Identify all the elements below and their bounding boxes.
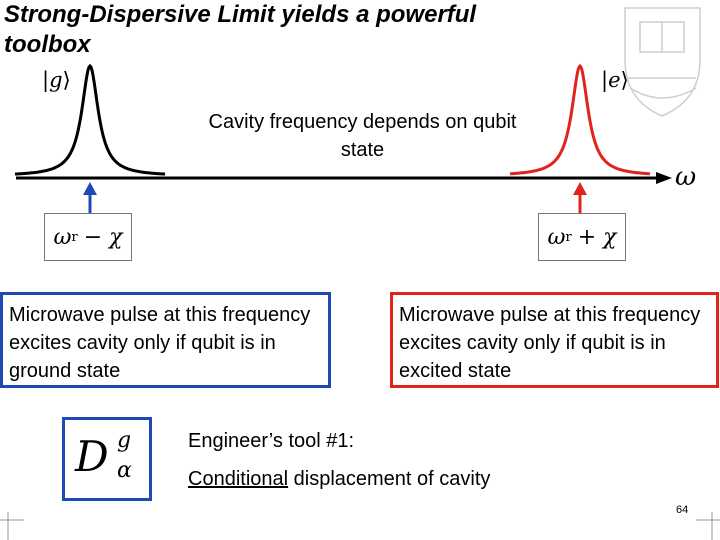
excited-ket-symbol: e — [608, 68, 621, 92]
displacement-sup: g — [117, 428, 132, 453]
axis-arrowhead-icon — [656, 172, 672, 184]
slide-title: Strong-Dispersive Limit yields a powerfu… — [4, 1, 477, 58]
corner-marks — [0, 512, 720, 540]
freq-right-chi: χ — [603, 224, 617, 250]
ground-pulse-note: Microwave pulse at this frequency excite… — [0, 292, 331, 388]
displacement-D: D — [75, 432, 109, 481]
page-number: 64 — [676, 504, 689, 516]
ground-ket-label: |g⟩ — [42, 68, 71, 92]
freq-right-op: + — [577, 224, 597, 250]
freq-right-sub: r — [565, 229, 572, 245]
freq-left-op: − — [83, 224, 103, 250]
excited-ket-label: |e⟩ — [601, 68, 629, 92]
excited-arrowhead-icon — [573, 182, 587, 195]
freq-left-chi: χ — [109, 224, 123, 250]
ground-ket-symbol: g — [49, 68, 63, 92]
freq-left-sub: r — [71, 229, 78, 245]
excited-pulse-note: Microwave pulse at this frequency excite… — [390, 292, 719, 388]
displacement-sub: α — [117, 458, 132, 483]
ground-peak — [14, 63, 166, 176]
ground-arrowhead-icon — [83, 182, 97, 195]
cavity-frequency-note: Cavity frequency depends on qubit state — [208, 111, 517, 161]
displacement-operator-box: D g α — [62, 417, 152, 501]
freq-right-base: ω — [547, 224, 566, 250]
omega-axis-label: ω — [675, 162, 697, 192]
tool-conditional-word: Conditional — [188, 468, 289, 490]
yale-seal-icon — [624, 7, 701, 117]
tool-description: Conditional displacement of cavity — [188, 468, 490, 491]
tool-rest-text: displacement of cavity — [288, 468, 491, 490]
tool-heading: Engineer’s tool #1: — [188, 430, 355, 452]
excited-peak — [509, 63, 651, 176]
freq-left-base: ω — [53, 224, 72, 250]
